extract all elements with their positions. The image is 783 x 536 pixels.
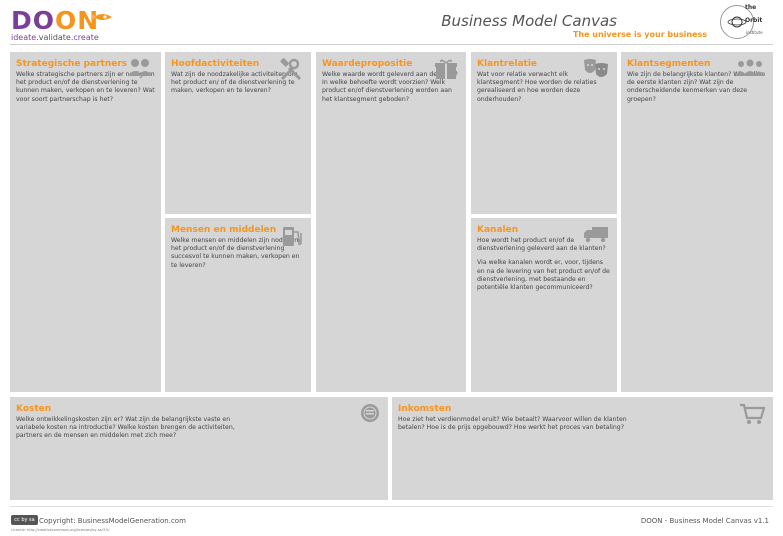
orbit-text-the: the [745, 4, 757, 11]
orbit-text-institute: institute [746, 30, 763, 35]
header-divider [10, 44, 773, 45]
revenue-title: Inkomsten [398, 404, 452, 414]
relations-title: Klantrelatie [477, 59, 538, 69]
globe-icon [727, 16, 747, 28]
segments-title: Klantsegmenten [627, 59, 711, 69]
page-subtitle: The universe is your business [572, 30, 707, 39]
logo-tag-ideate: ideate [11, 33, 37, 42]
segments-text: Wie zijn de belangrijkste klanten? Wie z… [627, 71, 766, 103]
license-text: Licentie: http://creativecommons.org/lic… [11, 528, 110, 532]
channels-text-2: Via welke kanalen wordt er, voor, tijden… [477, 259, 610, 292]
revenue-text: Hoe ziet het verdienmodel eruit? Wie bet… [398, 416, 627, 432]
block-costs[interactable]: Kosten Welke ontwikkelingskosten zijn er… [10, 397, 388, 500]
logo-on: ON [55, 6, 100, 35]
block-channels[interactable]: Kanalen Hoe wordt het product en/of de d… [471, 218, 617, 392]
gift-icon [435, 59, 457, 79]
costs-title: Kosten [16, 404, 52, 414]
partners-text: Welke strategische partners zijn er nodi… [16, 71, 155, 103]
resources-text: Welke mensen en middelen zijn nodig om h… [171, 237, 301, 269]
rocket-icon [92, 14, 112, 20]
relations-text: Wat voor relatie verwacht elk klantsegme… [477, 71, 597, 103]
block-resources[interactable]: Mensen en middelen Welke mensen en midde… [165, 218, 311, 392]
block-partners[interactable]: Strategische partners Welke strategische… [10, 52, 161, 392]
page-title: Business Model Canvas [441, 12, 617, 30]
copyright-text: Copyright: BusinessModelGeneration.com [39, 517, 186, 525]
partners-title: Strategische partners [16, 59, 128, 69]
orbit-logo [720, 5, 754, 39]
truck-icon [584, 227, 608, 243]
channels-text-1: Hoe wordt het product en/of de dienstver… [477, 237, 606, 253]
value-title: Waardepropositie [322, 59, 413, 69]
block-revenue[interactable]: Inkomsten Hoe ziet het verdienmodel erui… [392, 397, 773, 500]
orbit-text-orbit: Orbit [745, 17, 763, 24]
doon-logo: DOON ideate.validate.create [11, 6, 100, 43]
tools-icon [280, 58, 302, 81]
logo-do: DO [11, 6, 56, 35]
theater-masks-icon [584, 59, 608, 77]
fuel-pump-icon [283, 227, 302, 246]
block-activities[interactable]: Hoofdactiviteiten Wat zijn de noodzakeli… [165, 52, 311, 214]
version-text: DOON - Business Model Canvas v1.1 [640, 517, 769, 525]
logo-tag-validate: .validate. [36, 33, 74, 42]
cc-badge: cc by sa [11, 515, 38, 525]
resources-title: Mensen en middelen [171, 225, 277, 235]
activities-title: Hoofdactiviteiten [171, 59, 260, 69]
shopping-cart-icon [740, 403, 765, 424]
block-segments[interactable]: Klantsegmenten Wie zijn de belangrijkste… [621, 52, 773, 392]
footer-divider [10, 506, 773, 507]
block-value[interactable]: Waardepropositie Welke waarde wordt gele… [316, 52, 466, 392]
customers-icon [735, 59, 765, 76]
costs-text: Welke ontwikkelingskosten zijn er? Wat z… [16, 416, 235, 440]
value-text: Welke waarde wordt geleverd aan de klant… [322, 71, 458, 103]
channels-title: Kanalen [477, 225, 519, 235]
logo-tag-create: create [73, 33, 99, 42]
partners-icon [128, 59, 152, 76]
coins-icon [361, 404, 379, 422]
block-relations[interactable]: Klantrelatie Wat voor relatie verwacht e… [471, 52, 617, 214]
activities-text: Wat zijn de noodzakelijke activiteiten o… [171, 71, 298, 95]
